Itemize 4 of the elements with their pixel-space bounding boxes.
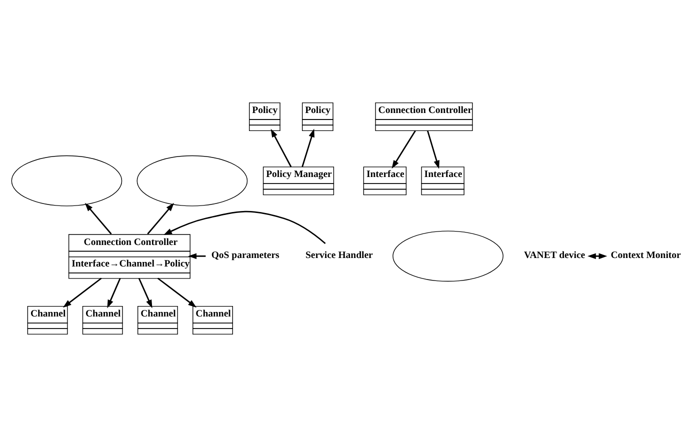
node-text: QoS parameters [211,250,280,261]
node-text: Service Handler [305,250,373,261]
node-text: Context Monitor [610,250,681,261]
node-text: VANET device [524,250,586,261]
